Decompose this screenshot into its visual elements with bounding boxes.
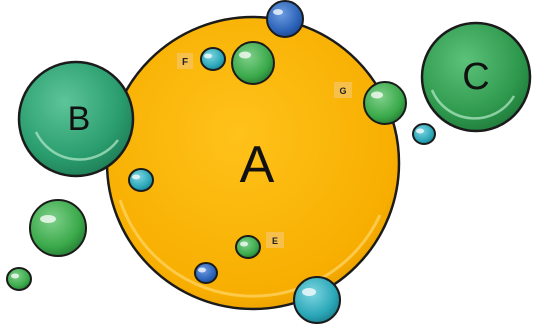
bubble-teal-f [201,48,225,70]
bubble-blue-bottom [195,263,217,283]
label-g-group: G [334,82,352,98]
label-c: C [462,56,489,98]
label-e: E [272,236,278,246]
label-f-group: F [177,53,193,69]
bubble-teal-bottom [294,277,340,323]
bubble-green-e [236,236,260,258]
label-b: B [68,100,91,138]
label-f: F [182,57,188,68]
bubble-teal-left [129,169,153,191]
bubble-green-f [232,42,274,84]
label-g: G [339,86,346,96]
bubble-blue-top [267,1,303,37]
circle-b: B [19,62,133,176]
bubble-green-g [364,82,406,124]
bubble-green-small [7,268,31,290]
label-e-group: E [266,232,284,248]
circle-c: C [422,23,530,131]
bubble-green-left [30,200,86,256]
label-a: A [240,136,275,194]
bubble-teal-right [413,124,435,144]
